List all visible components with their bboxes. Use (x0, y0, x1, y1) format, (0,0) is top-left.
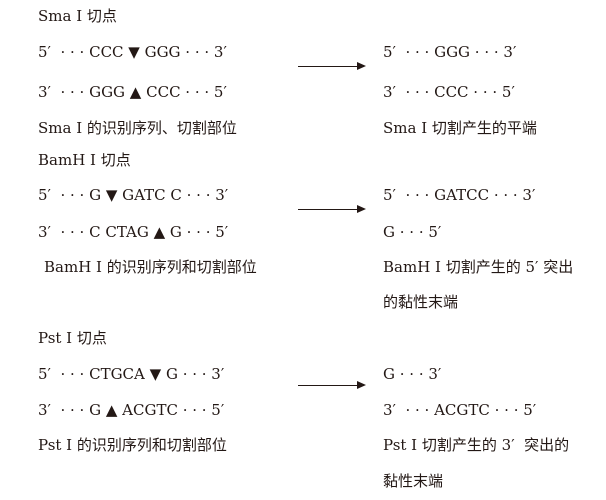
sma-result-bottom: 3′ · · · CCC · · · 5′ (383, 83, 515, 101)
sma-sequence-bottom: 3′ · · · GGG ▲ CCC · · · 5′ (38, 83, 227, 101)
pst-caption-left: Pst I 的识别序列和切割部位 (38, 436, 227, 454)
bamh-result-top: 5′ · · · GATCC · · · 3′ (383, 186, 536, 204)
sma-result-top: 5′ · · · GGG · · · 3′ (383, 43, 517, 61)
sma-arrow (298, 62, 366, 70)
bamh-sequence-bottom: 3′ · · · C CTAG ▲ G · · · 5′ (38, 223, 229, 241)
pst-result-top: G · · · 3′ (383, 365, 442, 383)
pst-caption-right-line1: Pst I 切割产生的 3′ 突出的 (383, 436, 570, 454)
pst-arrow (298, 381, 366, 389)
sma-caption-right: Sma I 切割产生的平端 (383, 119, 537, 137)
bamh-sequence-top: 5′ · · · G ▼ GATC C · · · 3′ (38, 186, 229, 204)
sma-sequence-top: 5′ · · · CCC ▼ GGG · · · 3′ (38, 43, 227, 61)
bamh-heading: BamH I 切点 (38, 151, 131, 169)
pst-sequence-top: 5′ · · · CTGCA ▼ G · · · 3′ (38, 365, 225, 383)
sma-heading: Sma I 切点 (38, 7, 117, 25)
sma-caption-left: Sma I 的识别序列、切割部位 (38, 119, 237, 137)
pst-caption-right-line2: 黏性末端 (383, 472, 444, 490)
pst-sequence-bottom: 3′ · · · G ▲ ACGTC · · · 5′ (38, 401, 225, 419)
bamh-caption-left: BamH I 的识别序列和切割部位 (44, 258, 257, 276)
bamh-result-bottom: G · · · 5′ (383, 223, 442, 241)
bamh-arrow (298, 205, 366, 213)
pst-heading: Pst I 切点 (38, 329, 107, 347)
bamh-caption-right-line2: 的黏性末端 (383, 293, 459, 311)
pst-result-bottom: 3′ · · · ACGTC · · · 5′ (383, 401, 537, 419)
bamh-caption-right-line1: BamH I 切割产生的 5′ 突出 (383, 258, 574, 276)
